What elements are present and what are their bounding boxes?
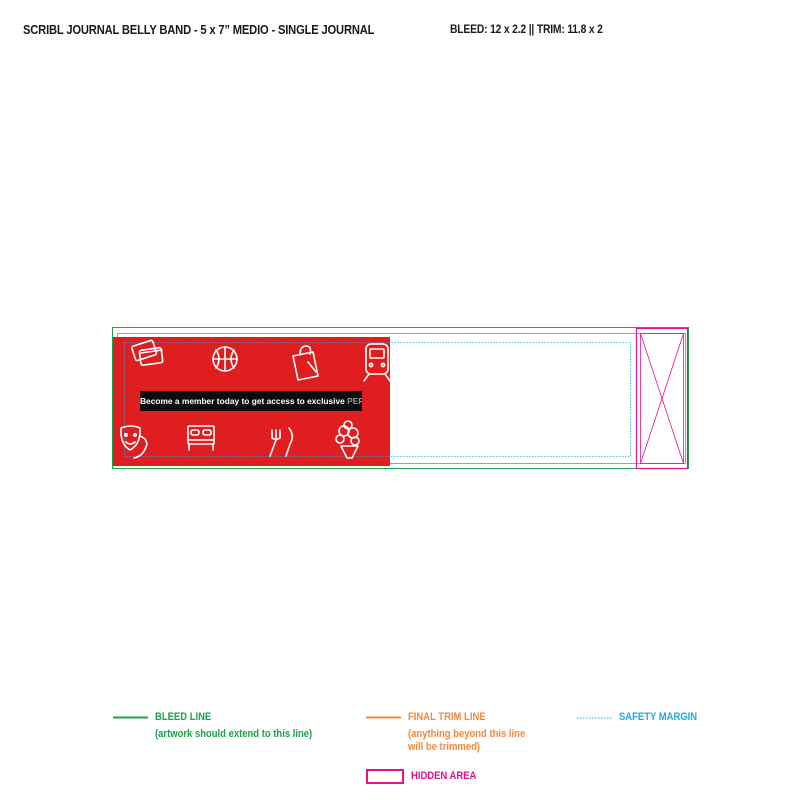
hidden-legend-label: HIDDEN AREA [411, 770, 477, 782]
bleed-legend-label: BLEED LINE [155, 711, 212, 723]
shopping-bag-icon [292, 345, 319, 381]
dimension-specs: BLEED: 12 x 2.2 || TRIM: 11.8 x 2 [450, 22, 603, 36]
credit-card-icon [131, 339, 164, 366]
bed-icon [187, 425, 215, 451]
trim-legend-note-2: will be trimmed) [408, 741, 481, 753]
member-perks-message: Become a member today to get access to e… [140, 391, 362, 411]
perks-highlight: PERKS [347, 396, 362, 406]
trim-legend-note-1: (anything beyond this line [408, 728, 526, 740]
train-icon [363, 343, 391, 382]
safety-margin [124, 342, 631, 457]
hidden-area-swatch [366, 769, 404, 784]
trim-legend: FINAL TRIM LINE (anything beyond this li… [408, 711, 525, 754]
hidden-legend: HIDDEN AREA [411, 770, 476, 783]
trim-legend-label: FINAL TRIM LINE [408, 711, 486, 723]
bleed-legend: BLEED LINE (artwork should extend to thi… [155, 711, 312, 741]
fork-knife-icon [269, 427, 294, 457]
page-title: SCRIBL JOURNAL BELLY BAND - 5 x 7” MEDIO… [23, 22, 375, 37]
safety-legend-label: SAFETY MARGIN [619, 711, 698, 723]
safety-legend: SAFETY MARGIN [619, 711, 697, 724]
flower-bouquet-icon [335, 420, 360, 459]
bleed-line [112, 327, 689, 469]
basketball-icon [212, 346, 238, 372]
bleed-legend-note: (artwork should extend to this line) [155, 728, 313, 740]
theater-masks-icon [120, 425, 148, 459]
hidden-area [635, 327, 689, 470]
